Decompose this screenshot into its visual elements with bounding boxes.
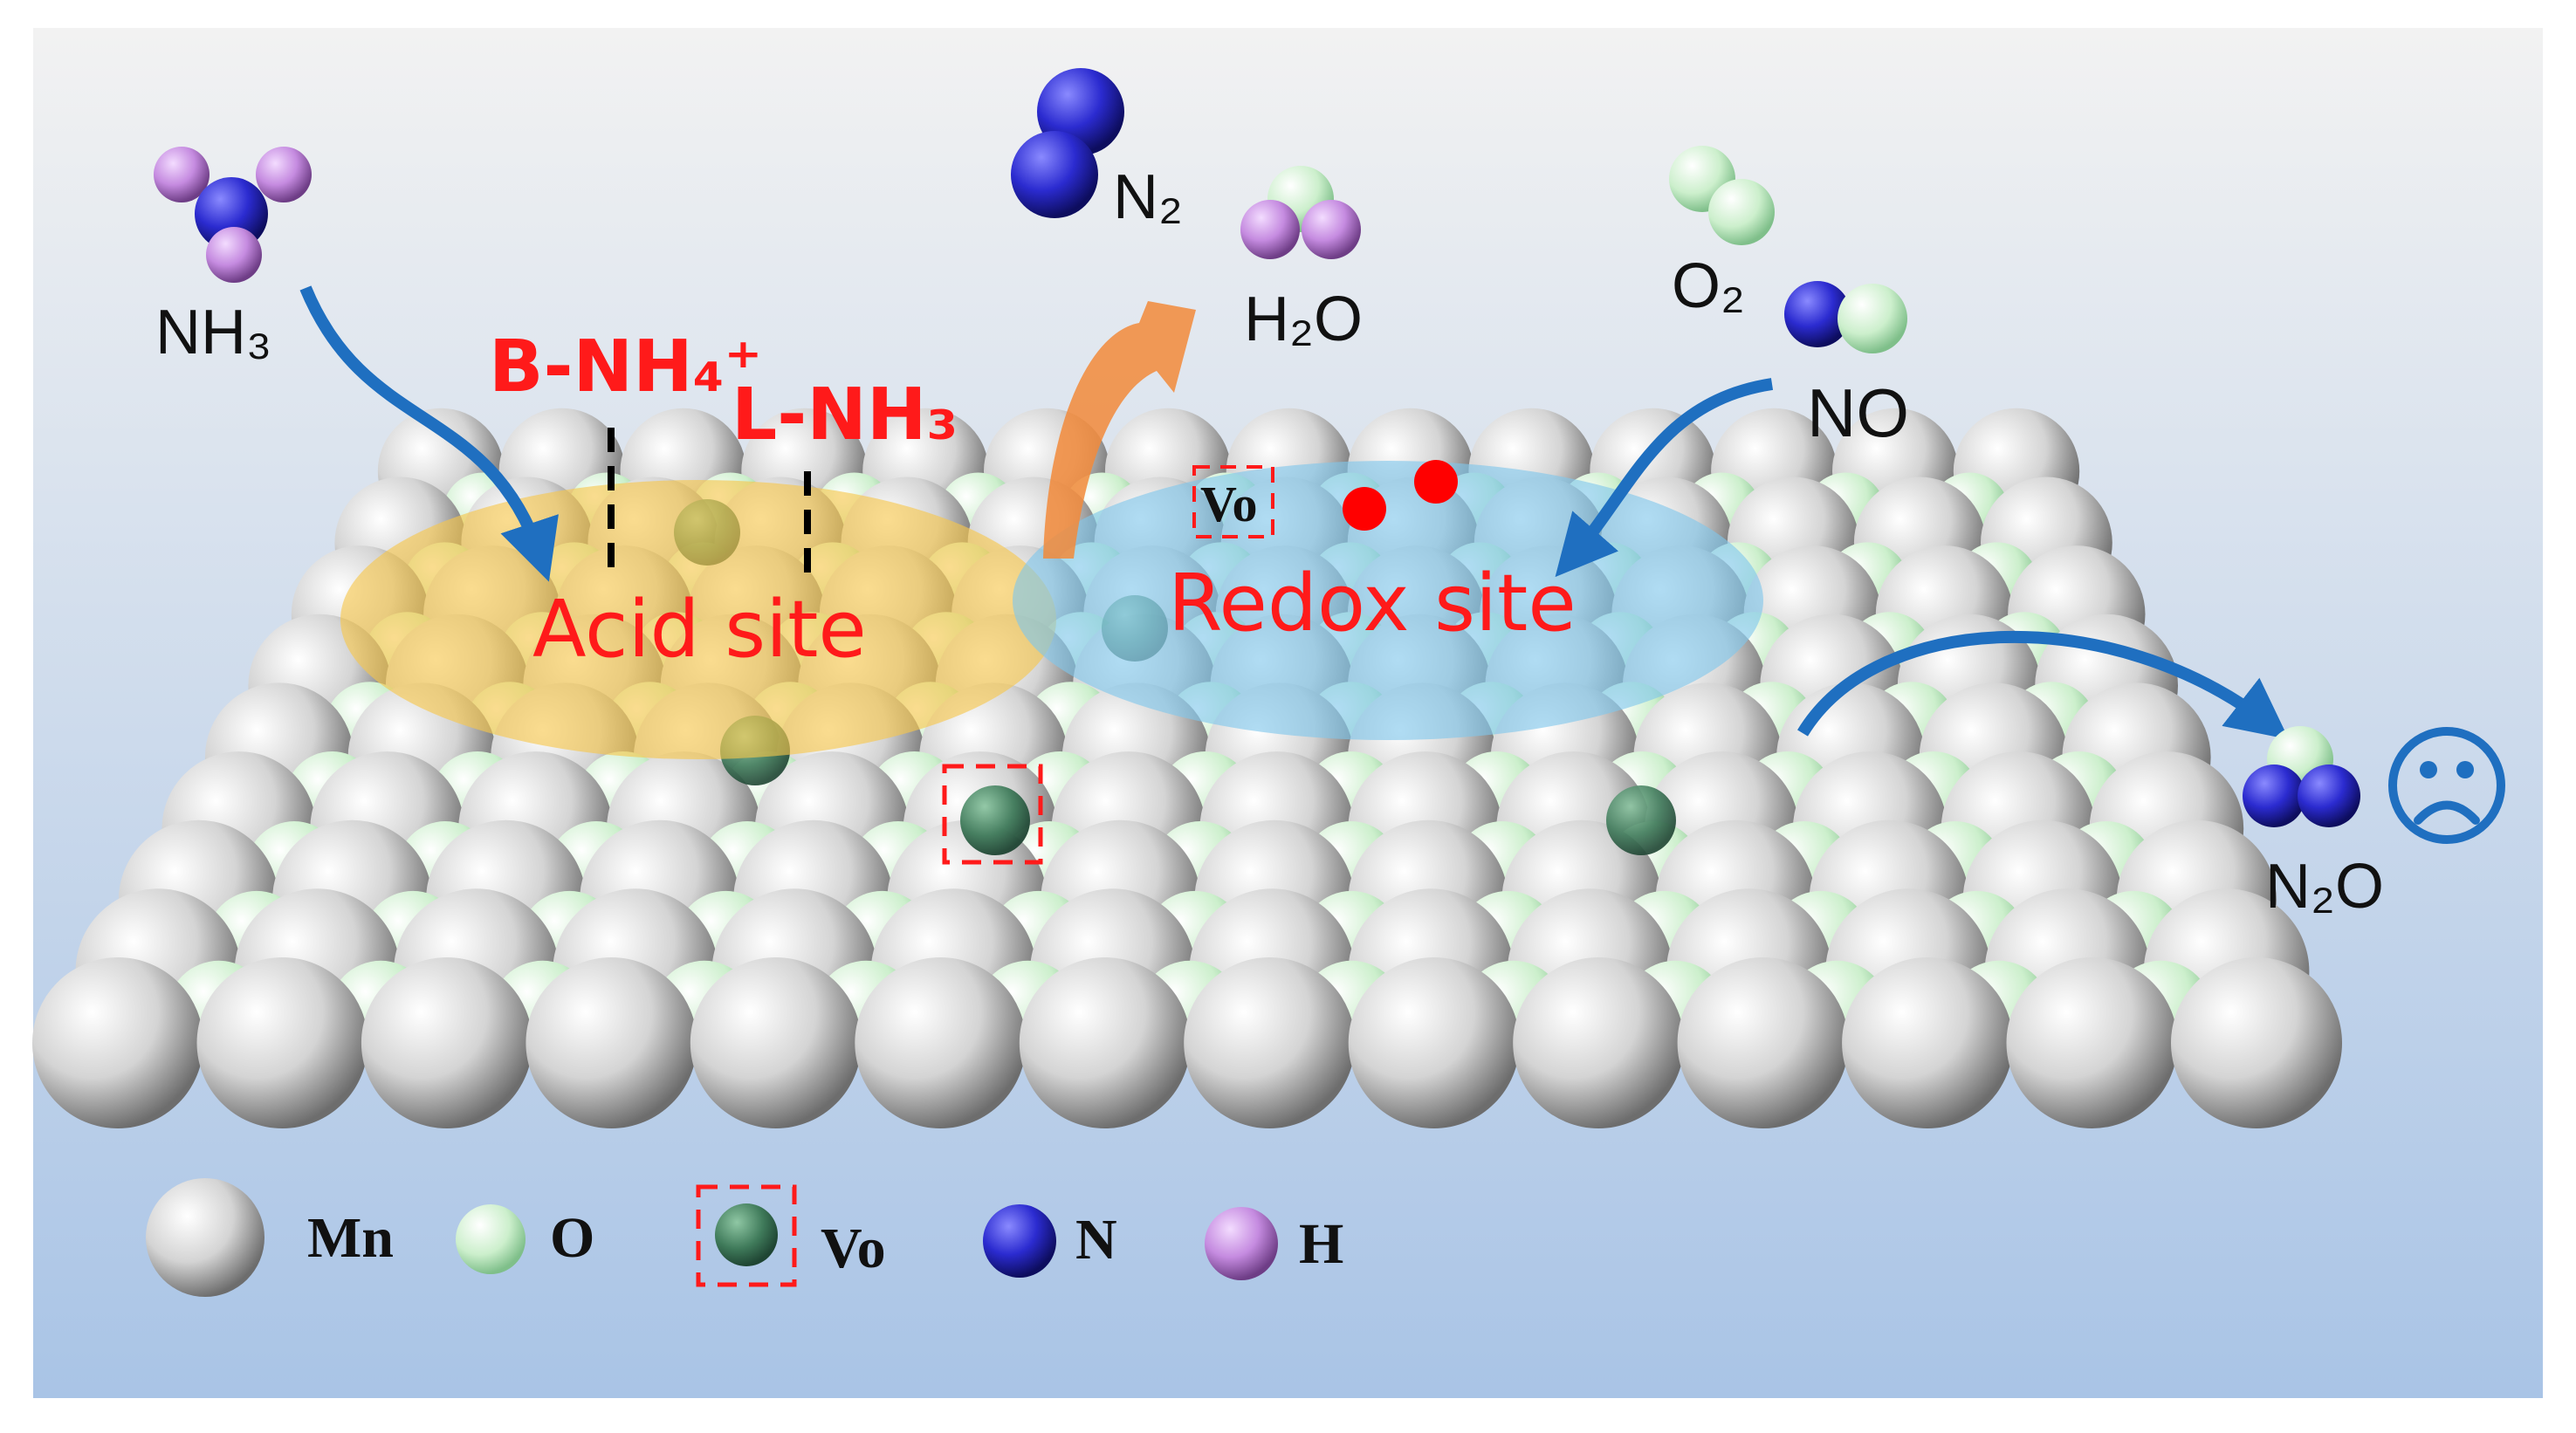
sad-face-icon	[2388, 727, 2505, 844]
mn-atom	[1348, 957, 1520, 1128]
legend-swatch-h	[1205, 1207, 1278, 1280]
mn-atom	[2171, 957, 2342, 1128]
vacancy-atom	[1606, 785, 1676, 855]
o2-label: O₂	[1672, 251, 1745, 321]
vo-label-box	[1192, 465, 1274, 538]
product-desorption-arrow	[1043, 301, 1196, 559]
legend-label-n: N	[1075, 1208, 1117, 1272]
mn-atom	[1842, 957, 2014, 1128]
mn-atom	[361, 957, 532, 1128]
mn-atom	[855, 957, 1027, 1128]
mn-atom	[1184, 957, 1356, 1128]
redox-red-dot	[1414, 460, 1458, 504]
redox-red-dot	[1343, 487, 1386, 531]
n2o-label: N₂O	[2265, 852, 2384, 922]
legend-item-vo: Vo	[696, 1184, 886, 1287]
vo-surface-label: Vo	[1200, 476, 1258, 532]
mn-atom	[196, 957, 368, 1128]
mn-atom	[2006, 957, 2178, 1128]
legend-item-h: H	[1205, 1207, 1343, 1280]
mn-atom	[1019, 957, 1191, 1128]
n2-molecule	[1011, 68, 1124, 218]
legend-item-mn: Mn	[146, 1178, 394, 1297]
n2o-formation-arrow	[1797, 631, 2290, 740]
nh3-label: NH₃	[155, 298, 271, 367]
legend-item-o: O	[456, 1204, 594, 1274]
legend-swatch-vo	[715, 1203, 778, 1266]
legend-item-n: N	[983, 1204, 1117, 1278]
legend-label-h: H	[1299, 1212, 1343, 1276]
n2-label: N₂	[1113, 162, 1183, 232]
legend: Mn O Vo N H	[146, 1178, 1343, 1297]
mn-atom	[32, 957, 203, 1128]
legend-label-vo: Vo	[821, 1217, 886, 1280]
mn-atom	[690, 957, 862, 1128]
b-nh4-label: B-NH₄⁺	[489, 326, 762, 408]
nh3-adsorption-arrow	[299, 285, 559, 582]
no-molecule	[1784, 281, 1907, 353]
h2o-label: H₂O	[1244, 285, 1363, 354]
legend-label-mn: Mn	[307, 1206, 394, 1270]
mn-atom	[1513, 957, 1685, 1128]
o2-molecule	[1669, 146, 1775, 245]
mn-atom	[1677, 957, 1849, 1128]
vacancy-atom	[960, 785, 1030, 855]
no-label: NO	[1807, 374, 1909, 451]
legend-vo-box	[696, 1184, 797, 1287]
legend-label-o: O	[550, 1206, 594, 1270]
l-nh3-label: L-NH₃	[732, 374, 958, 456]
nh3-molecule	[154, 147, 312, 283]
mn-atom	[526, 957, 697, 1128]
no-adsorption-arrow	[1555, 378, 1774, 578]
h2o-molecule	[1240, 166, 1361, 259]
n2o-molecule	[2243, 726, 2360, 827]
legend-swatch-mn	[146, 1178, 264, 1297]
redox-site-label: Redox site	[1168, 558, 1577, 649]
acid-site-label: Acid site	[532, 584, 867, 675]
legend-swatch-n	[983, 1204, 1056, 1278]
vacancy-highlight-box	[942, 764, 1043, 865]
legend-swatch-o	[456, 1204, 526, 1274]
